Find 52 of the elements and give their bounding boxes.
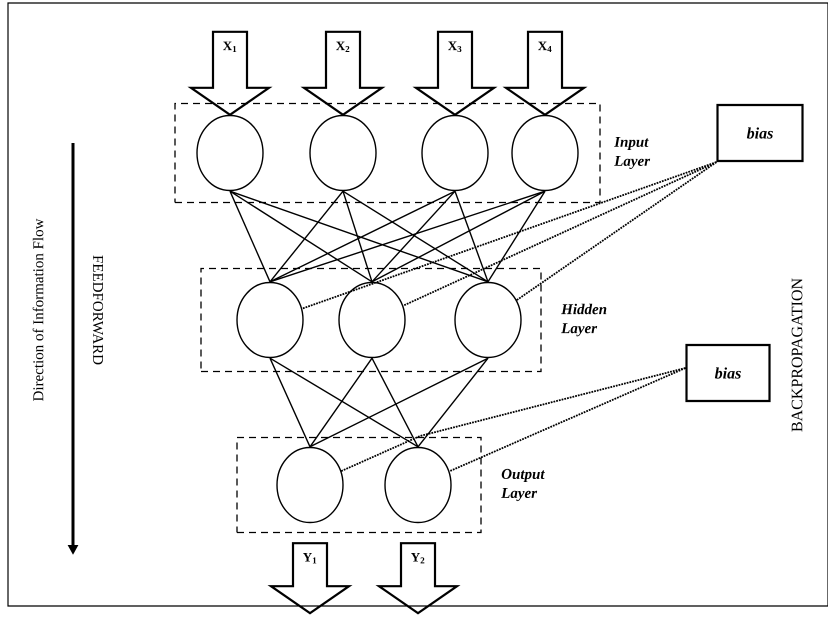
block-arrow <box>187 30 273 116</box>
bias-box: bias <box>716 104 804 162</box>
edge-label: X$_{4}$ <box>536 40 554 53</box>
edge-label: X$_{1}$ <box>222 40 238 53</box>
neuron-circle <box>276 446 344 524</box>
connection-line <box>342 191 373 282</box>
connection-line <box>342 190 488 282</box>
connection-line <box>454 190 489 282</box>
neuron-circle <box>384 446 452 524</box>
block-arrow <box>300 30 386 116</box>
connection-line <box>371 190 456 282</box>
block-arrow <box>375 542 461 615</box>
connection-line <box>229 190 271 282</box>
layer-label: Hidden Layer <box>561 304 606 336</box>
connection-line <box>372 190 546 282</box>
edge-label: X$_{3}$ <box>446 40 464 54</box>
side-label: FEEDFORWARD <box>92 255 104 364</box>
layer-label: Output Layer <box>501 468 545 502</box>
block-arrow <box>267 542 353 615</box>
edge-label: X$_{2}$ <box>334 40 352 53</box>
connection-line <box>269 358 311 448</box>
connection-line <box>310 358 488 448</box>
dotted-line <box>516 161 717 301</box>
neuron-circle <box>511 114 579 192</box>
block-arrow <box>502 30 588 116</box>
side-label: Direction of Information Flow <box>32 218 44 401</box>
dotted-line <box>341 367 686 472</box>
bias-box: bias <box>685 344 771 402</box>
dotted-line <box>302 161 717 310</box>
connection-line <box>270 190 456 282</box>
connection-line <box>230 190 372 282</box>
edge-label: Y$_{1}$ <box>302 552 318 564</box>
neuron-circle <box>454 282 522 358</box>
side-label: BACKPROPAGATION <box>792 278 802 432</box>
neuron-circle <box>421 114 489 192</box>
neuron-circle <box>338 282 406 358</box>
block-arrow <box>412 30 498 116</box>
neuron-circle <box>196 114 264 192</box>
connection-line <box>417 358 489 448</box>
neuron-circle <box>236 282 304 358</box>
connection-line <box>269 190 344 282</box>
dotted-line <box>449 367 686 472</box>
connection-line <box>487 190 546 282</box>
connection-line <box>270 190 546 282</box>
connection-line <box>230 190 488 282</box>
edge-label: Y$_{2}$ <box>410 552 426 564</box>
dotted-line <box>402 161 717 306</box>
layer-label: Input Layer <box>614 136 650 170</box>
connection-line <box>371 358 419 448</box>
neuron-circle <box>309 114 377 192</box>
connection-line <box>309 358 373 448</box>
connection-line <box>270 358 418 448</box>
